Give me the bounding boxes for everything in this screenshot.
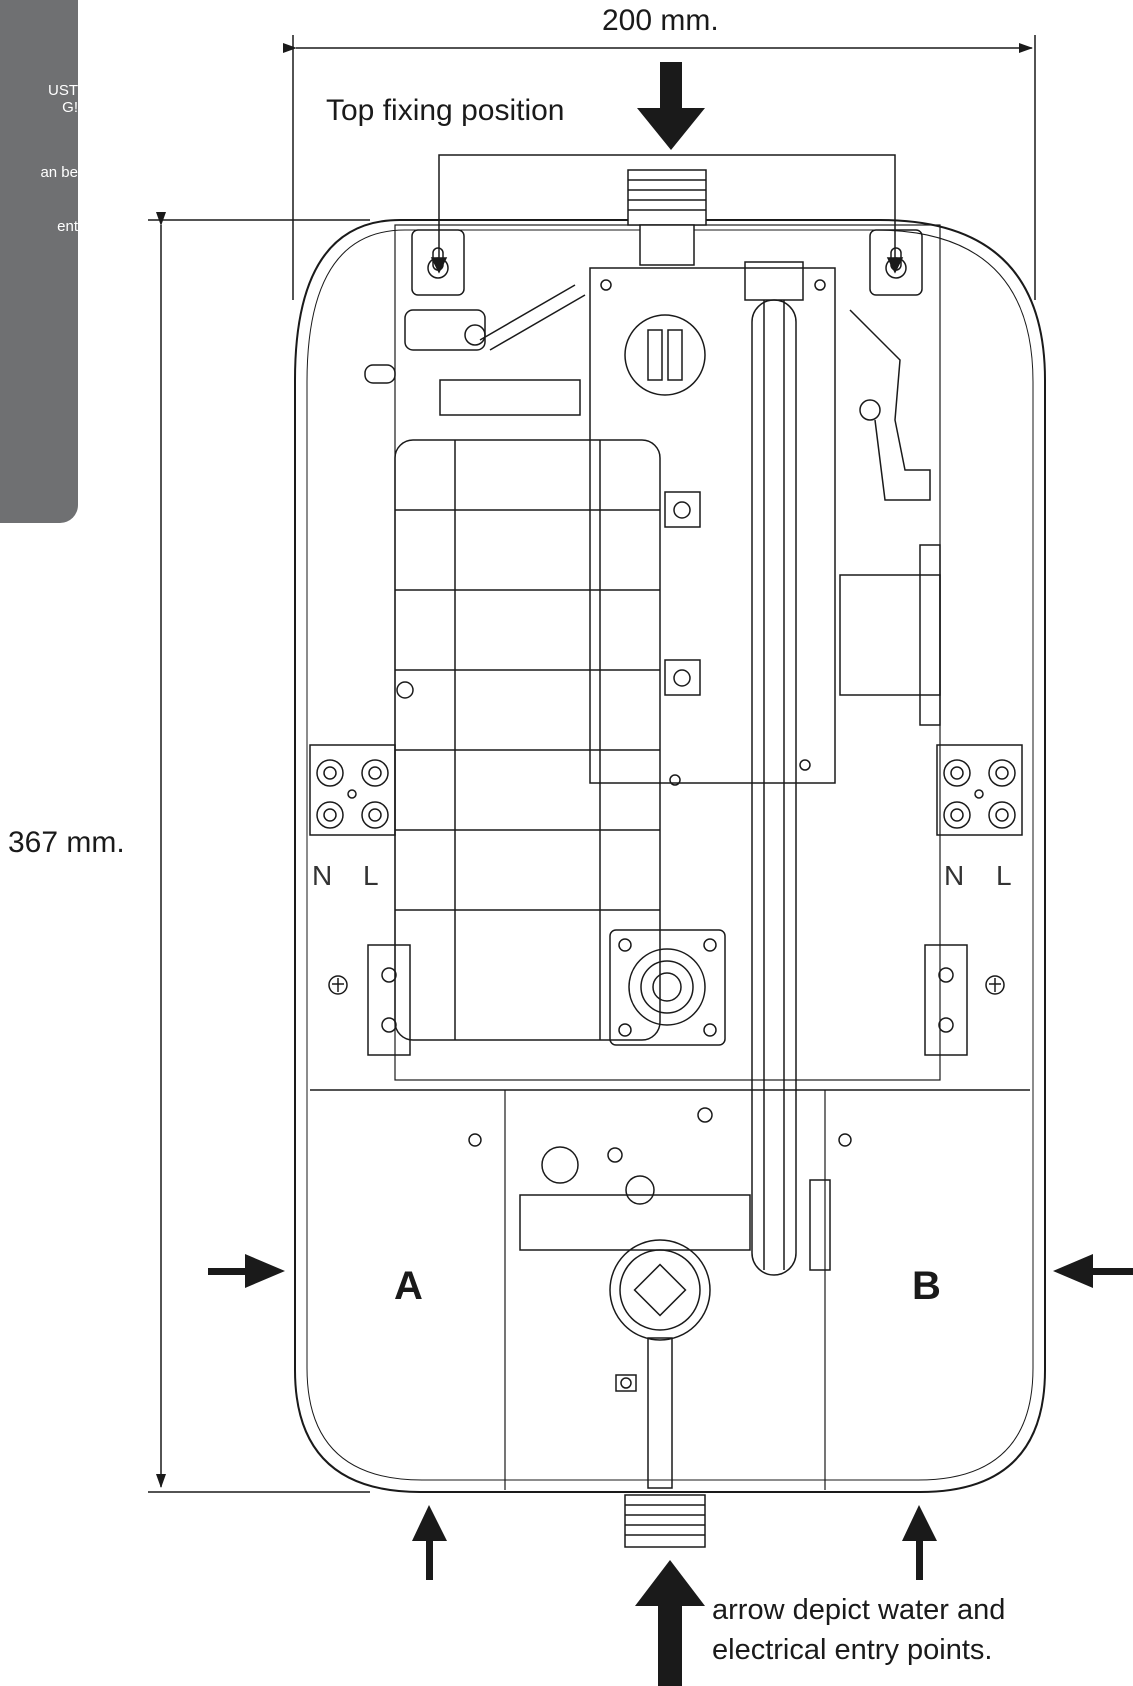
side-b-label: B bbox=[912, 1264, 941, 1308]
terminal-neutral-left: N bbox=[312, 860, 333, 891]
terminal-neutral-right: N bbox=[944, 860, 965, 891]
terminal-live-left: L bbox=[363, 860, 379, 891]
solenoid-valve bbox=[609, 929, 726, 1046]
heater-tank bbox=[394, 439, 661, 1041]
side-a-label: A bbox=[394, 1264, 423, 1308]
outlet-pipe bbox=[744, 261, 804, 1276]
terminal-live-right: L bbox=[996, 860, 1012, 891]
inlet-fitting-top bbox=[627, 169, 707, 266]
entry-arrow-right bbox=[1053, 1254, 1133, 1288]
keyhole-fixing-left bbox=[411, 229, 465, 296]
panel-text-fragment: G! bbox=[62, 99, 78, 116]
terminal-block-right bbox=[936, 744, 1023, 836]
entry-arrow-left bbox=[208, 1254, 285, 1288]
thermal-cutout-assembly bbox=[364, 284, 586, 416]
terminal-block-left bbox=[309, 744, 396, 836]
entry-arrow-bottom bbox=[635, 1560, 705, 1686]
wire-clip bbox=[849, 309, 931, 501]
keyhole-fixing-right bbox=[869, 229, 923, 296]
width-dimension-label: 200 mm. bbox=[602, 4, 719, 37]
panel-text-fragment: UST bbox=[48, 82, 78, 99]
lower-pipework bbox=[468, 1107, 852, 1271]
entry-note-line-2: electrical entry points. bbox=[712, 1634, 993, 1666]
flow-regulator bbox=[609, 1239, 711, 1489]
entry-note-line-1: arrow depict water and bbox=[712, 1594, 1006, 1626]
top-fixing-label: Top fixing position bbox=[326, 94, 565, 127]
earth-terminal-right bbox=[924, 944, 1005, 1056]
entry-arrow-bottom-right bbox=[902, 1505, 937, 1580]
outlet-fitting-bottom bbox=[624, 1494, 706, 1548]
control-plate bbox=[589, 267, 836, 786]
side-info-panel: UST G! an be ent bbox=[0, 0, 78, 523]
width-dimension-line bbox=[283, 35, 1036, 300]
height-dimension-label: 367 mm. bbox=[8, 826, 125, 859]
entry-arrow-top bbox=[637, 62, 705, 150]
entry-arrow-bottom-left bbox=[412, 1505, 447, 1580]
side-bracket-right bbox=[839, 544, 941, 726]
panel-text-fragment: ent bbox=[57, 218, 78, 235]
height-dimension-line bbox=[148, 212, 370, 1493]
earth-terminal-left bbox=[328, 944, 411, 1056]
panel-text-fragment: an be bbox=[40, 164, 78, 181]
